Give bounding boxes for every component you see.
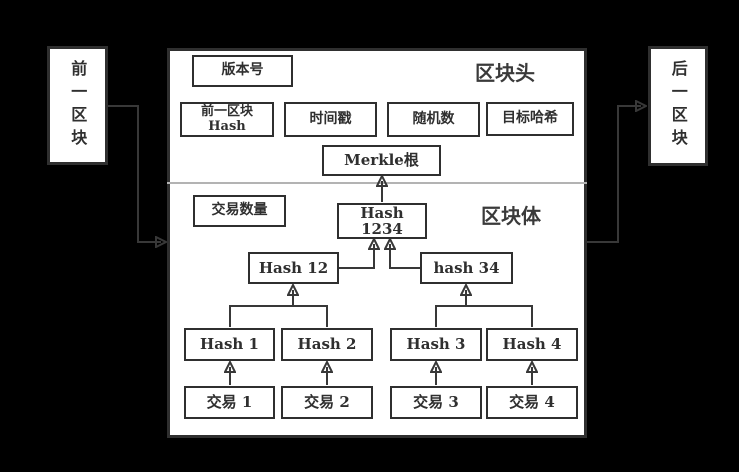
tx-2-box: 交易 2: [281, 386, 373, 419]
arrow-block-to-next-block: [587, 106, 641, 243]
nonce-box: 随机数: [387, 102, 480, 137]
tx-1-box: 交易 1: [184, 386, 275, 419]
block-header-title: 区块头: [475, 61, 535, 85]
prev-hash-box: 前一区块 Hash: [180, 102, 274, 137]
next-block-box: 后一区块: [648, 46, 708, 166]
header-body-divider: [167, 182, 587, 184]
hash-4-box: Hash 4: [486, 328, 578, 361]
hash-1234-line2: 1234: [361, 220, 403, 238]
merkle-root-box: Merkle根: [322, 145, 441, 176]
tx-4-box: 交易 4: [486, 386, 578, 419]
prev-hash-line1: 前一区块: [200, 104, 253, 120]
prev-hash-line2: Hash: [208, 118, 246, 134]
hash-12-box: Hash 12: [248, 252, 339, 284]
hash-34-box: hash 34: [420, 252, 513, 284]
hash-1234-box: Hash 1234: [337, 203, 427, 239]
block-body-title: 区块体: [481, 204, 541, 228]
arrow-prev-block-to-block: [108, 105, 161, 242]
hash-1234-line1: Hash: [360, 203, 404, 222]
target-hash-box: 目标哈希: [486, 102, 574, 136]
hash-2-box: Hash 2: [281, 328, 373, 361]
timestamp-box: 时间戳: [284, 102, 377, 137]
tx-3-box: 交易 3: [390, 386, 482, 419]
version-box: 版本号: [192, 55, 293, 87]
hash-3-box: Hash 3: [390, 328, 482, 361]
hash-1-box: Hash 1: [184, 328, 275, 361]
tx-count-box: 交易数量: [193, 195, 286, 227]
prev-block-box: 前一区块: [47, 46, 108, 165]
